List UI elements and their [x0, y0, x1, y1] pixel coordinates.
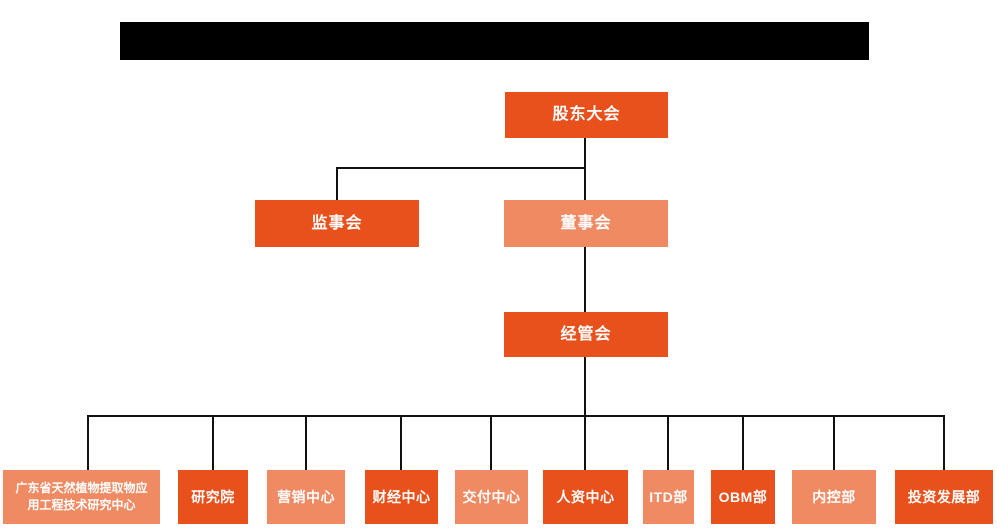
connector-to-supervisory [336, 168, 338, 200]
node-dept-obm-label: OBM部 [718, 488, 768, 505]
connector-to-dept-3 [305, 416, 307, 470]
node-dept-research-institute-label: 研究院 [191, 488, 235, 505]
node-dept-internal-control: 内控部 [792, 470, 876, 524]
node-dept-hr-center-label: 人资中心 [556, 488, 615, 505]
node-dept-hr-center: 人资中心 [543, 470, 628, 524]
node-dept-research-institute: 研究院 [178, 470, 248, 524]
node-board-of-directors-label: 董事会 [560, 214, 612, 232]
connector-to-board [584, 168, 586, 200]
node-shareholders-meeting-label: 股东大会 [552, 106, 621, 124]
connector-to-dept-1 [87, 416, 89, 470]
connector-to-dept-10 [943, 416, 945, 470]
node-dept-itd-label: ITD部 [649, 488, 688, 505]
node-dept-investment-development-label: 投资发展部 [907, 488, 981, 505]
connector-to-dept-7 [667, 416, 669, 470]
connector-to-dept-4 [400, 416, 402, 470]
node-dept-internal-control-label: 内控部 [812, 488, 856, 505]
connector-to-dept-9 [833, 416, 835, 470]
node-dept-finance-center: 财经中心 [365, 470, 438, 524]
connector-management-down [584, 357, 586, 417]
connector-to-dept-8 [742, 416, 744, 470]
node-management-committee-label: 经管会 [560, 325, 612, 343]
node-dept-plant-extract-research-center: 广东省天然植物提取物应用工程技术研究中心 [3, 470, 160, 524]
node-dept-marketing-center-label: 营销中心 [277, 488, 335, 505]
connector-shareholders-down [584, 138, 586, 169]
node-supervisory-board-label: 监事会 [311, 214, 363, 232]
node-dept-plant-extract-research-center-label: 广东省天然植物提取物应用工程技术研究中心 [15, 480, 148, 512]
connector-row2-horizontal [336, 167, 586, 169]
connector-board-to-management [584, 247, 586, 312]
node-dept-investment-development: 投资发展部 [895, 470, 993, 524]
node-board-of-directors: 董事会 [504, 200, 668, 247]
redacted-title-bar [120, 22, 869, 60]
connector-to-dept-2 [212, 416, 214, 470]
connector-to-dept-5 [490, 416, 492, 470]
node-dept-itd: ITD部 [643, 470, 694, 524]
node-management-committee: 经管会 [504, 312, 668, 357]
node-dept-finance-center-label: 财经中心 [372, 488, 431, 505]
connector-row4-horizontal [87, 415, 945, 417]
node-shareholders-meeting: 股东大会 [505, 92, 668, 138]
node-dept-delivery-center: 交付中心 [455, 470, 528, 524]
node-dept-delivery-center-label: 交付中心 [462, 488, 521, 505]
connector-to-dept-6 [584, 416, 586, 470]
node-dept-marketing-center: 营销中心 [267, 470, 345, 524]
node-supervisory-board: 监事会 [255, 200, 419, 247]
node-dept-obm: OBM部 [711, 470, 775, 524]
